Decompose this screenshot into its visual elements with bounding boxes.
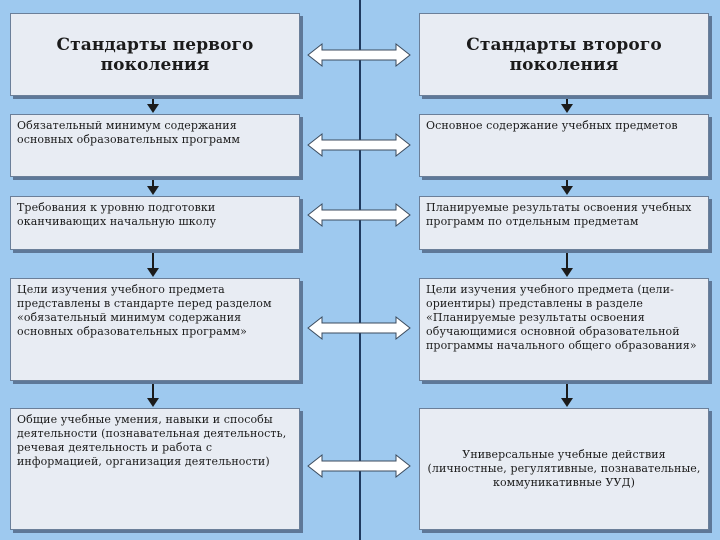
double-arrow-1 — [307, 43, 411, 67]
left-item-3: Цели изучения учебного предмета представ… — [10, 278, 300, 381]
down-arrow-right-3 — [561, 250, 573, 277]
right-item-4: Универсальные учебные действия (личностн… — [419, 408, 709, 530]
left-item-2: Требования к уровню подготовки оканчиваю… — [10, 196, 300, 250]
right-item-3: Цели изучения учебного предмета (цели-ор… — [419, 278, 709, 381]
right-item-1: Основное содержание учебных предметов — [419, 114, 709, 177]
double-arrow-4 — [307, 316, 411, 340]
left-header: Стандарты первого поколения — [10, 13, 300, 96]
center-divider — [359, 0, 361, 540]
down-arrow-left-1 — [147, 96, 159, 113]
double-arrow-5 — [307, 454, 411, 478]
right-item-2: Планируемые результаты освоения учебных … — [419, 196, 709, 250]
left-item-1: Обязательный минимум содержания основных… — [10, 114, 300, 177]
double-arrow-3 — [307, 203, 411, 227]
down-arrow-right-1 — [561, 96, 573, 113]
down-arrow-left-2 — [147, 177, 159, 195]
left-item-4: Общие учебные умения, навыки и способы д… — [10, 408, 300, 530]
right-header: Стандарты второго поколения — [419, 13, 709, 96]
down-arrow-right-2 — [561, 177, 573, 195]
down-arrow-left-3 — [147, 250, 159, 277]
down-arrow-right-4 — [561, 381, 573, 407]
down-arrow-left-4 — [147, 381, 159, 407]
double-arrow-2 — [307, 133, 411, 157]
